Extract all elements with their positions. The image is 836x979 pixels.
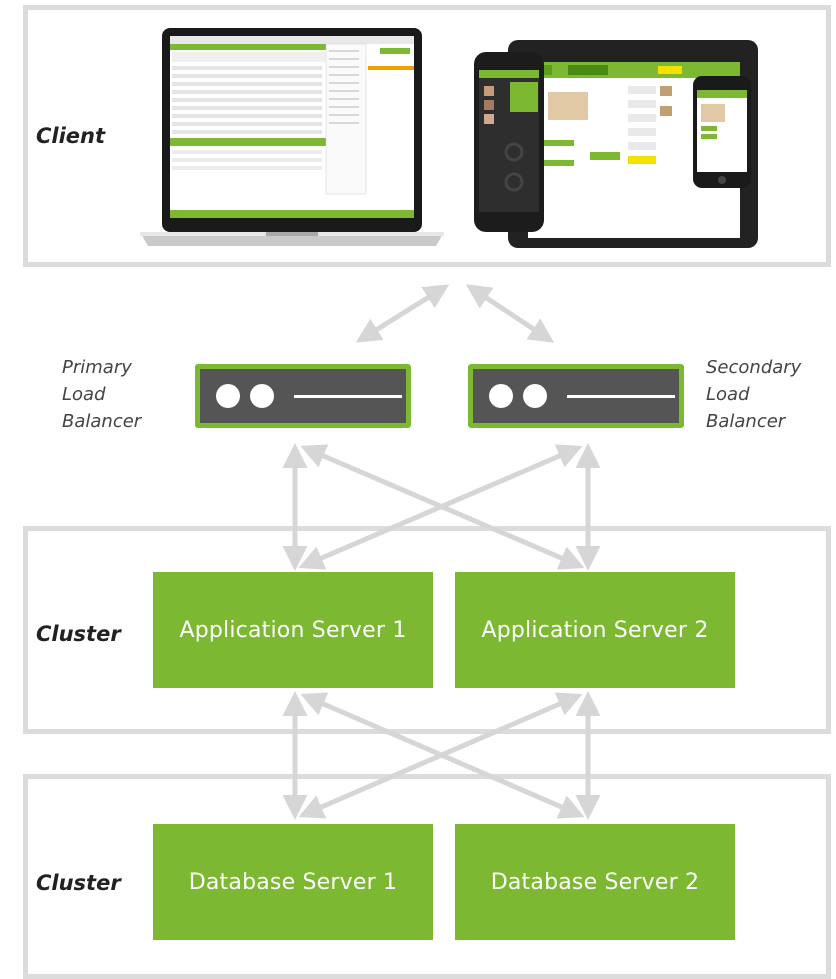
- lb-indicator-dot: [216, 384, 240, 408]
- app-cluster-label: Cluster: [36, 622, 121, 646]
- small-phone-device: [693, 76, 751, 188]
- application-server-2: Application Server 2: [455, 572, 735, 688]
- application-server-1: Application Server 1: [153, 572, 433, 688]
- arrow-slb-app1: [298, 444, 583, 570]
- secondary-load-balancer: [468, 364, 684, 428]
- lb-slot-line: [294, 395, 402, 398]
- secondary-lb-label: Secondary Load Balancer: [706, 354, 801, 435]
- phone-device: [474, 52, 544, 232]
- client-label: Client: [36, 124, 106, 148]
- arrow-client-secondary: [465, 284, 555, 343]
- primary-lb-label-line: Balancer: [62, 411, 142, 432]
- primary-lb-label: Primary Load Balancer: [62, 354, 141, 435]
- db-cluster-label: Cluster: [36, 871, 121, 895]
- lb-indicator-dot: [489, 384, 513, 408]
- lb-indicator-dot: [250, 384, 274, 408]
- laptop-device: [140, 28, 444, 246]
- database-server-1: Database Server 1: [153, 824, 433, 940]
- secondary-lb-label-line: Balancer: [706, 411, 786, 432]
- lb-slot-line: [567, 395, 675, 398]
- lb-indicator-dot: [523, 384, 547, 408]
- primary-lb-label-line: Primary: [62, 357, 132, 378]
- arrow-app2-db1: [298, 692, 583, 819]
- primary-lb-label-line: Load: [62, 384, 106, 405]
- secondary-lb-label-line: Secondary: [706, 357, 802, 378]
- database-server-2: Database Server 2: [455, 824, 735, 940]
- secondary-lb-label-line: Load: [706, 384, 750, 405]
- primary-load-balancer: [195, 364, 411, 428]
- arrow-client-primary: [355, 284, 450, 343]
